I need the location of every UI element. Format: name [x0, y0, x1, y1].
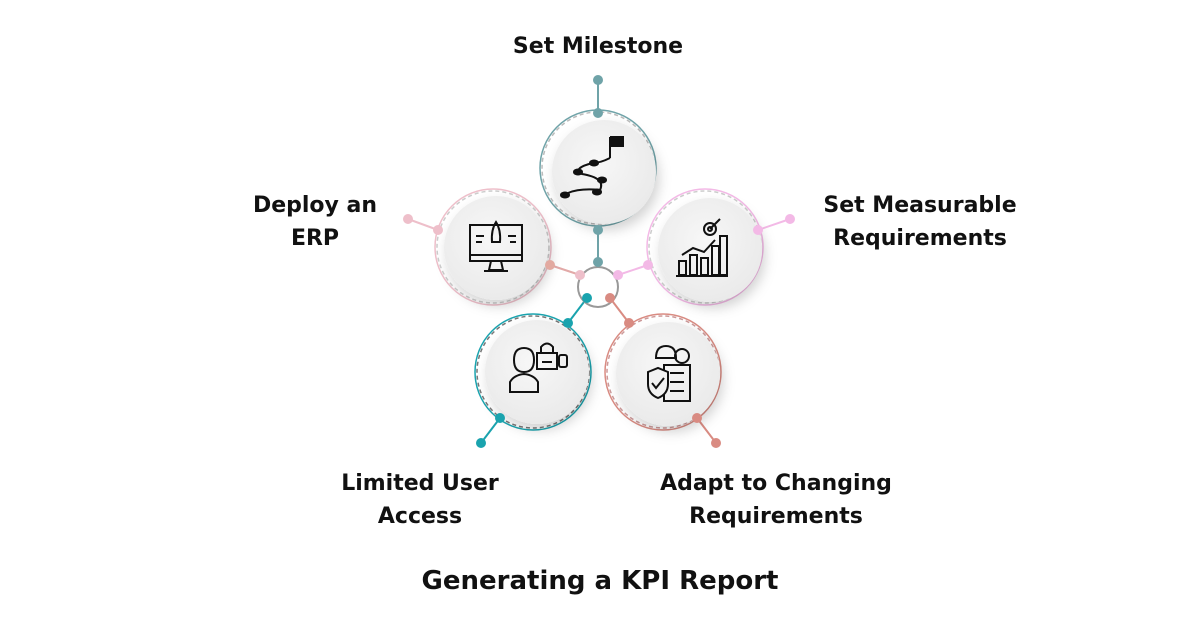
- step-label-measurable: Set Measurable Requirements: [800, 189, 1040, 255]
- step-label-adapt: Adapt to Changing Requirements: [646, 467, 906, 533]
- step-circle-measurable: [646, 188, 764, 306]
- label-line: ERP: [290, 226, 340, 251]
- label-line: Set Measurable: [823, 193, 1017, 218]
- step-circle-access: [474, 313, 592, 431]
- user-lock-key-icon: [509, 342, 568, 393]
- label-line: Requirements: [689, 504, 863, 529]
- milestone-flag-path-icon: [560, 136, 624, 199]
- label-line: Deploy an: [252, 193, 378, 218]
- diagram-title: Generating a KPI Report: [421, 566, 779, 596]
- worker-checklist-shield-icon: [647, 344, 691, 402]
- step-label-access: Limited User Access: [310, 467, 530, 533]
- label-line: Access: [377, 504, 463, 529]
- step-circle-erp: [434, 188, 552, 306]
- label-line: Requirements: [833, 226, 1007, 251]
- label-line: Limited User: [341, 471, 499, 496]
- step-circle-milestone: [539, 109, 657, 227]
- step-label-milestone: Set Milestone: [512, 34, 684, 59]
- label-line: Adapt to Changing: [660, 471, 892, 496]
- target-bar-chart-icon: [676, 218, 728, 277]
- monitor-rocket-icon: [469, 220, 523, 272]
- step-label-erp: Deploy an ERP: [210, 189, 420, 255]
